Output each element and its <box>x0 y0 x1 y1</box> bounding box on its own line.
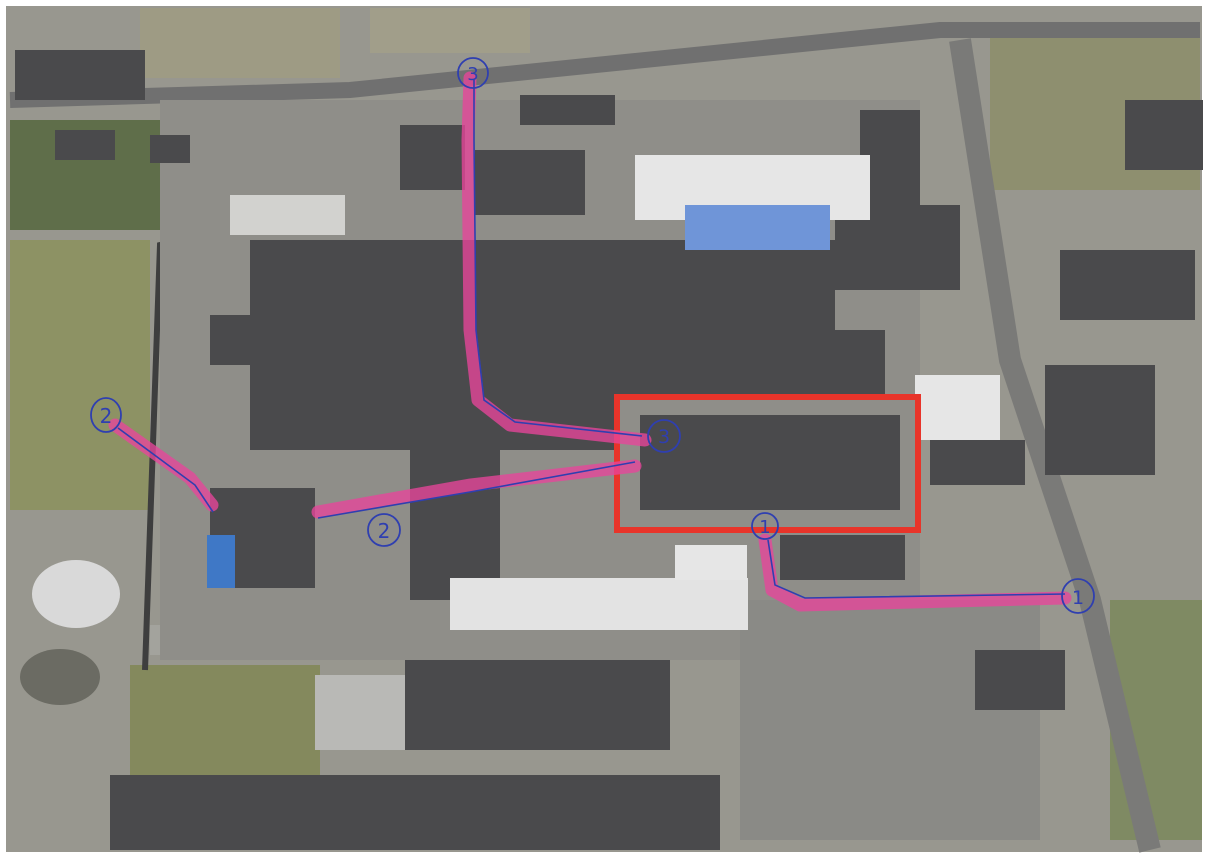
building-center-east <box>735 240 835 330</box>
building-main-east <box>615 330 885 395</box>
grass-field-west <box>10 240 150 510</box>
building-southeast <box>975 650 1065 710</box>
building-small-west <box>210 315 250 365</box>
building-north-2 <box>475 150 585 215</box>
building-south-1 <box>405 660 670 750</box>
grass-field-south <box>130 665 320 775</box>
route-3-highlight <box>461 71 652 447</box>
route-2-start-label: 2 <box>100 404 113 428</box>
building-white-annex <box>675 545 747 580</box>
route-3-start-marker <box>457 57 489 89</box>
building-blue-side <box>207 535 235 588</box>
route-1: 1 1 <box>751 512 1095 614</box>
route-2-mid-marker <box>367 513 401 547</box>
route-1-start-label: 1 <box>759 517 770 538</box>
paved-southeast <box>740 600 1040 840</box>
pad-light <box>230 195 345 235</box>
route-2-highlight-west <box>108 418 219 512</box>
building-south-2 <box>110 775 720 850</box>
building-east-row <box>1060 250 1195 320</box>
building-blue-roof <box>685 205 830 250</box>
round-basin <box>20 649 100 705</box>
building-far-east <box>1045 365 1155 475</box>
route-2: 2 2 <box>90 397 642 547</box>
field-north-2 <box>370 8 530 53</box>
route-1-end-marker <box>1061 578 1095 614</box>
road-north <box>9 22 1200 108</box>
route-1-line <box>767 539 1066 599</box>
building-south-east <box>780 535 905 580</box>
route-2-line-west <box>117 427 214 513</box>
route-3-line <box>473 80 643 437</box>
route-1-end-label: 1 <box>1072 587 1084 609</box>
building-long-white <box>450 578 748 630</box>
route-2-mid-label: 2 <box>378 519 391 543</box>
buildings-dark <box>15 50 1203 850</box>
field-north <box>140 8 340 78</box>
building-east-small <box>930 440 1025 485</box>
building-northeast-corner <box>1125 100 1203 170</box>
route-1-start-marker <box>751 512 779 540</box>
building-white-east <box>915 375 1000 440</box>
route-1-highlight <box>758 533 1072 612</box>
route-3-end-label: 3 <box>658 426 670 448</box>
village-houses <box>15 50 145 100</box>
route-3-end-marker <box>647 419 681 453</box>
house-1 <box>55 130 115 160</box>
round-tank <box>32 560 120 628</box>
route-3: 3 3 <box>457 57 681 453</box>
route-2-line-east <box>317 461 636 519</box>
building-north-1 <box>400 125 465 190</box>
building-north-3 <box>520 95 615 125</box>
route-2-start-marker <box>90 397 122 433</box>
road-east <box>949 38 1161 853</box>
house-2 <box>150 135 190 163</box>
building-target <box>640 415 900 510</box>
building-south-center <box>410 430 500 600</box>
building-grey-south <box>315 675 405 750</box>
route-3-start-label: 3 <box>467 64 478 85</box>
